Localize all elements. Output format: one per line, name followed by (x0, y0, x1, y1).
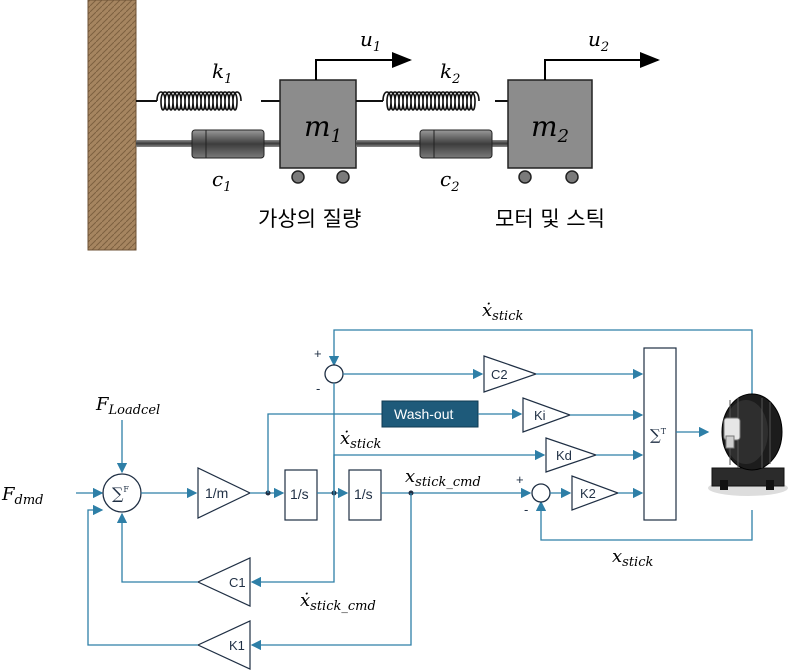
block-integ1 (284, 469, 318, 521)
wire-xdot-stick-top (328, 329, 753, 450)
k1-label: k1 (212, 59, 232, 87)
block-k1 (196, 620, 251, 670)
f-loadcel-label: FLoadcel (95, 394, 160, 418)
mechanical-model: m1 u1 m2 u2 k1 k2 (87, 0, 660, 251)
wall (87, 0, 137, 251)
u2-label: u2 (588, 27, 609, 55)
block-inv-m-label: 1/m (205, 485, 228, 501)
k2-label: k2 (440, 59, 460, 87)
block-k2 (571, 475, 620, 511)
block-ki (522, 397, 572, 433)
plus-sign-2: + (516, 472, 524, 487)
spring-k1 (136, 91, 280, 111)
xdot-stick-cmd-label: ẋstick_cmd (300, 590, 376, 614)
wire-c1-to-sumf (116, 512, 198, 583)
virtual-mass-label: 가상의 질량 (258, 207, 361, 231)
sum-t-symbol: ∑T (650, 426, 667, 444)
block-inv-m (197, 467, 252, 519)
wire-to-k1 (250, 493, 412, 651)
block-k1-label: K1 (229, 638, 245, 653)
block-kd-label: Kd (556, 448, 572, 463)
block-integ1-label: 1/s (290, 486, 309, 502)
block-c2-label: C2 (491, 367, 508, 382)
motor-stick-icon (708, 393, 788, 496)
x-stick-cmd-label: xstick_cmd (405, 466, 481, 490)
damper-c2 (356, 129, 508, 159)
minus-sign-2: - (524, 502, 528, 517)
sum-c2-junction (324, 364, 344, 384)
block-k2-label: K2 (580, 486, 596, 501)
sum-k2-junction (531, 483, 551, 503)
xdot-stick-mid-label: ẋstick (340, 428, 381, 452)
block-diagram: ∑F 1/m 1/s 1/s Wash-out Ki Kd (1, 300, 788, 670)
mass-m2-label: m2 (531, 110, 569, 147)
c2-label: c2 (440, 167, 459, 195)
minus-sign-1: - (316, 381, 320, 396)
block-c1 (196, 557, 251, 607)
block-sum-t (643, 347, 677, 521)
motor-stick-label: 모터 및 스틱 (495, 207, 605, 231)
spring-k2 (356, 91, 508, 111)
block-washout-label: Wash-out (394, 406, 454, 422)
block-washout (381, 400, 479, 428)
wire-x-stick-bottom (535, 500, 753, 541)
u1-label: u1 (360, 27, 381, 55)
arrow-u1 (315, 52, 412, 80)
block-c2 (483, 355, 538, 393)
mass-m2 (507, 79, 593, 184)
plus-sign-1: + (314, 346, 322, 361)
c1-label: c1 (212, 167, 231, 195)
mass-m1-label: m1 (304, 110, 342, 147)
sum-f-symbol: ∑F (112, 484, 129, 503)
block-kd (545, 437, 598, 473)
damper-c1 (136, 129, 280, 159)
arrow-u2 (544, 52, 660, 80)
block-integ2-label: 1/s (354, 486, 373, 502)
mass-m1 (279, 79, 357, 184)
wire-k1-to-sumf (87, 504, 198, 646)
xdot-stick-top-label: ẋstick (482, 300, 523, 324)
x-stick-label: xstick (612, 546, 653, 570)
f-dmd-label: Fdmd (1, 484, 43, 508)
block-ki-label: Ki (534, 408, 546, 423)
block-c1-label: C1 (229, 575, 246, 590)
wire-to-washout (267, 413, 382, 493)
wire-to-c1 (250, 493, 335, 588)
block-integ2 (348, 469, 382, 521)
